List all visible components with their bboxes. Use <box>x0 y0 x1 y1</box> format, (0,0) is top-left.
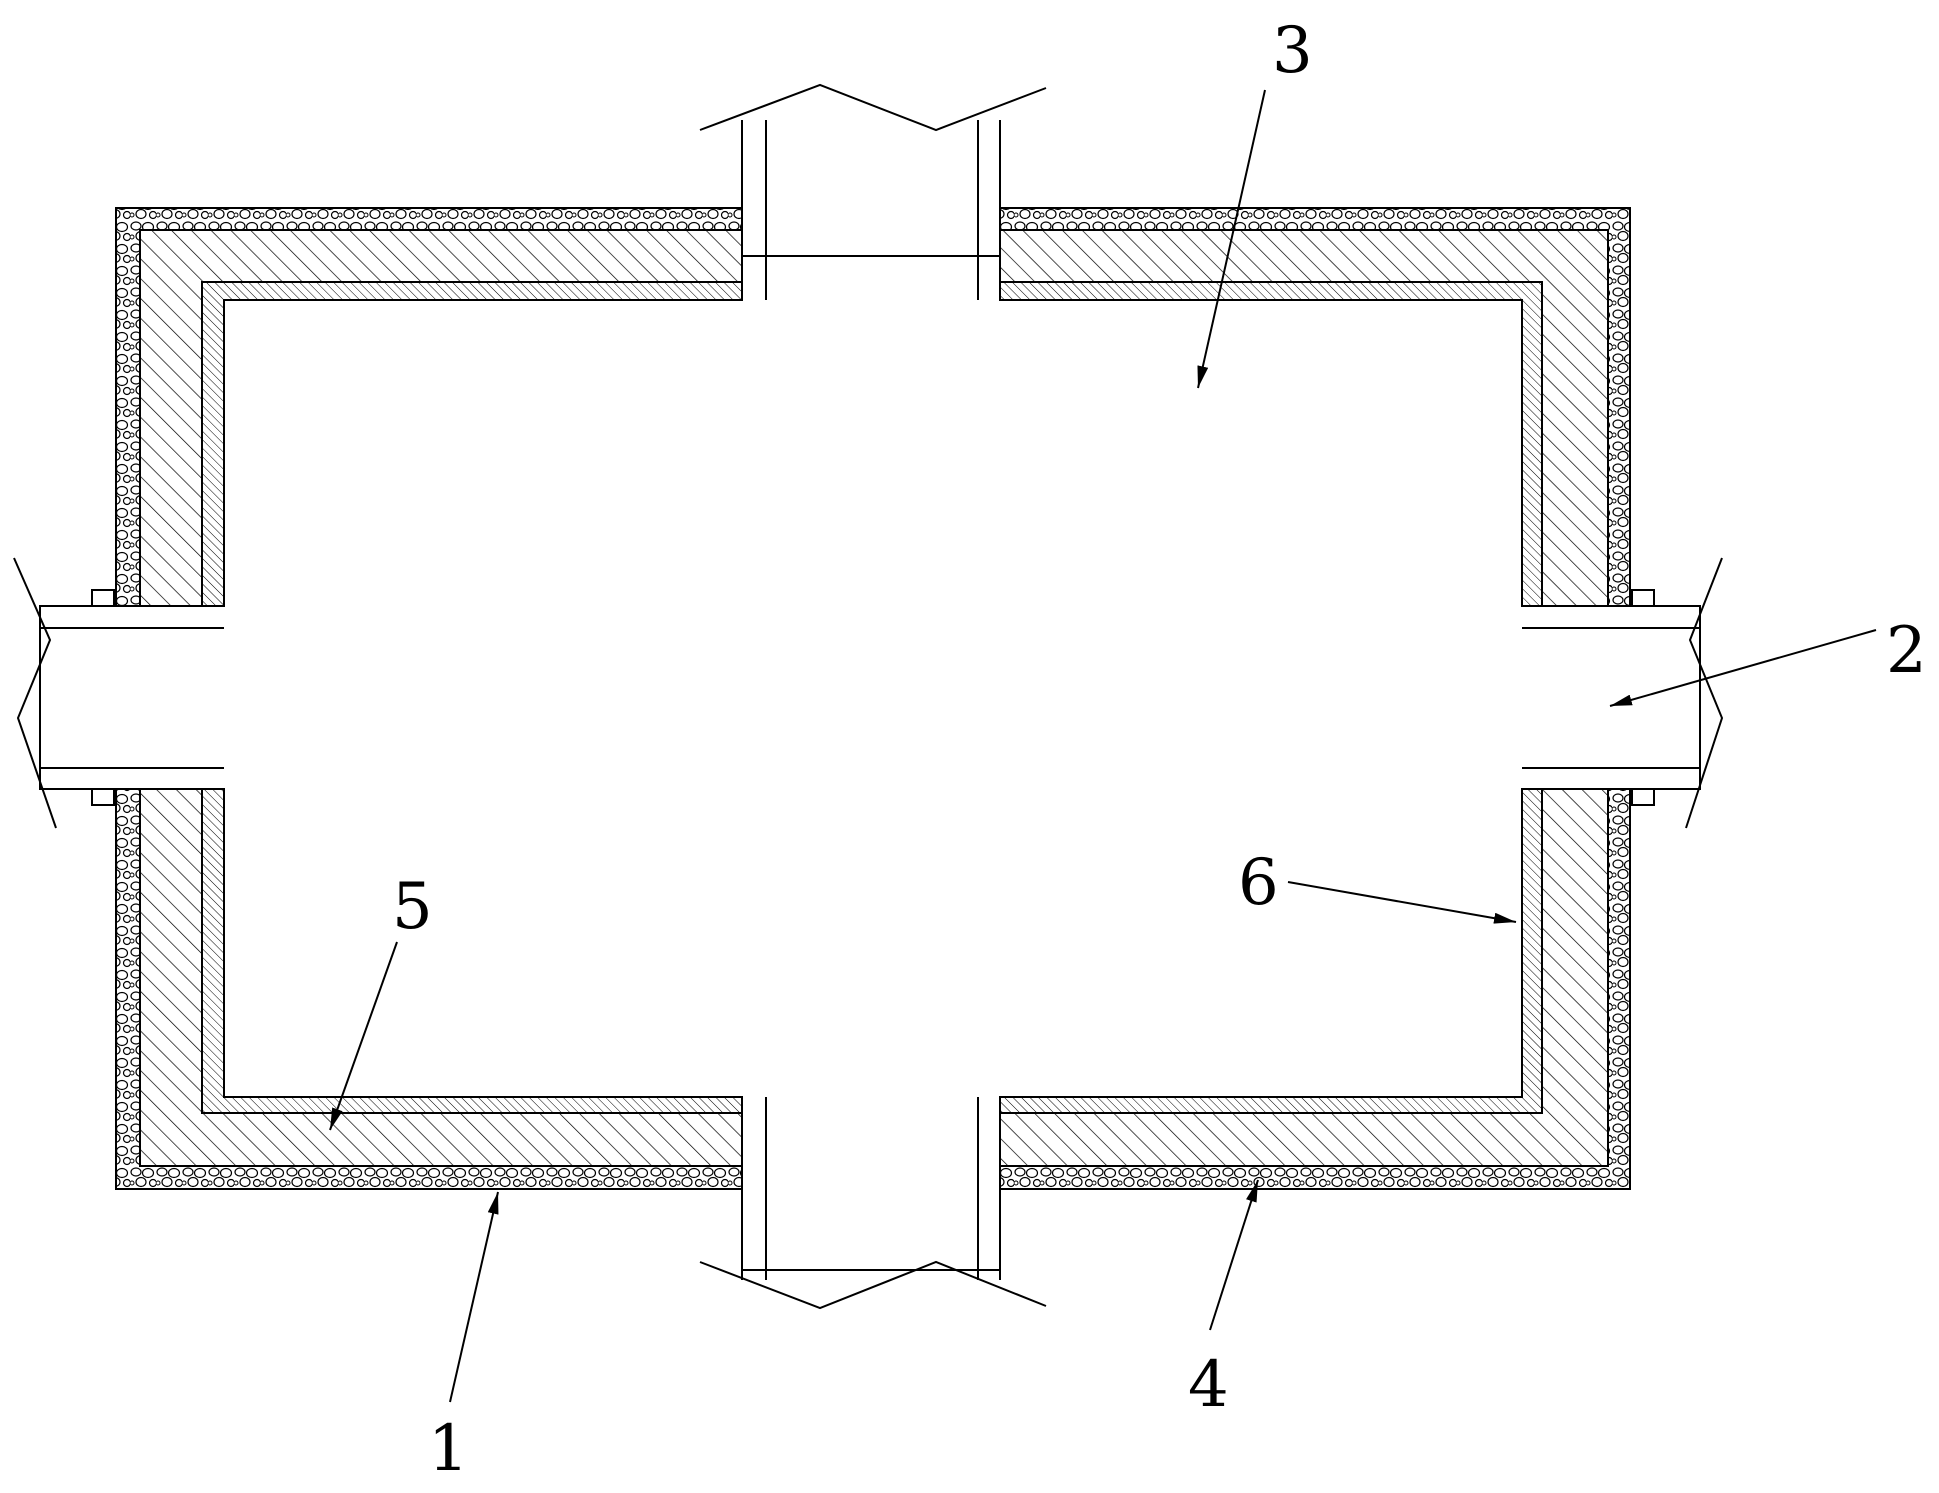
pipes <box>13 83 1724 1310</box>
leader-5 <box>329 941 398 1131</box>
callout-labels: 1 2 3 4 5 6 <box>392 14 1927 1486</box>
leader-6 <box>1287 881 1517 924</box>
label-1: 1 <box>428 1412 469 1486</box>
label-6: 6 <box>1238 846 1279 920</box>
leader-1 <box>449 1191 499 1403</box>
label-3: 3 <box>1272 14 1313 88</box>
label-5: 5 <box>392 870 433 944</box>
leader-2 <box>1609 629 1877 707</box>
leader-3 <box>1197 89 1266 389</box>
label-2: 2 <box>1886 614 1927 688</box>
leader-4 <box>1209 1179 1259 1331</box>
label-4: 4 <box>1188 1348 1229 1422</box>
leader-lines <box>329 89 1877 1403</box>
